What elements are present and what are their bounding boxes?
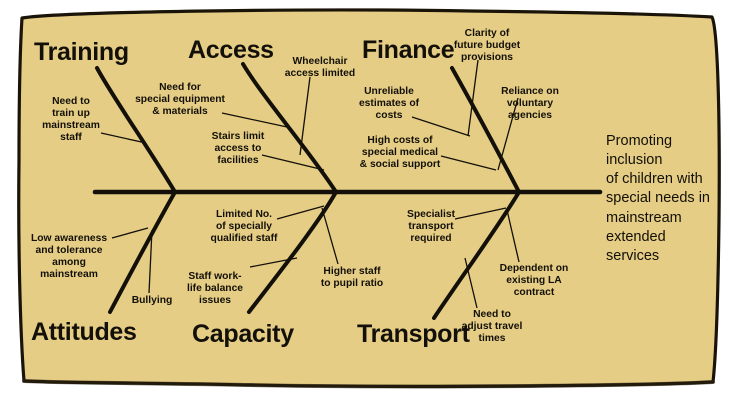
sub-attitudes-2 [148,229,153,294]
cause-transport-2: Dependent on existing LA contract [499,263,569,298]
cause-transport-1: Specialist transport required [406,209,456,244]
sub-finance-1 [411,116,471,137]
cause-attitudes-1: Low awareness and tolerance among mainst… [30,233,108,280]
cause-access-2: Stairs limit access to facilities [211,131,265,166]
category-label-attitudes: Attitudes [31,318,137,346]
cause-finance-2: High costs of special medical & social s… [359,135,441,170]
category-label-transport: Transport [357,320,470,348]
cause-transport-3: Need to adjust travel times [461,309,523,344]
sub-transport-1 [454,207,507,220]
sub-finance-2 [440,155,497,171]
category-label-access: Access [188,36,274,64]
cause-finance-4: Reliance on voluntary agencies [501,86,559,121]
bone-access [241,62,338,194]
cause-access-3: Wheelchair access limited [284,56,356,79]
sub-capacity-1 [276,205,325,220]
cause-attitudes-2: Bullying [131,295,173,306]
sub-access-1 [221,112,288,128]
effect-statement: Promoting inclusion of children with spe… [606,133,710,264]
bone-training [95,66,177,194]
bone-finance [450,66,521,194]
cause-capacity-3: Higher staff to pupil ratio [320,266,384,289]
sub-transport-2 [506,209,520,263]
bone-attitudes [108,190,177,314]
sub-training-1 [100,132,147,144]
sub-access-3 [299,76,311,156]
cause-training-1: Need to train up mainstream staff [42,96,100,143]
category-label-capacity: Capacity [192,320,294,348]
sub-access-2 [261,154,325,171]
cause-finance-1: Unreliable estimates of costs [358,86,420,121]
category-label-finance: Finance [362,36,455,64]
sub-transport-3 [464,257,478,309]
cause-finance-3: Clarity of future budget provisions [453,28,521,63]
sub-finance-3 [467,59,479,137]
cause-capacity-1: Limited No. of specially qualified staff [210,209,278,244]
cause-access-1: Need for special equipment & materials [135,82,225,117]
sub-finance-4 [497,97,519,171]
cause-capacity-2: Staff work- life balance issues [186,271,244,306]
sub-attitudes-1 [111,227,149,239]
sub-capacity-3 [321,207,339,265]
bone-capacity [247,190,338,314]
category-label-training: Training [34,38,129,66]
bone-transport [432,190,521,320]
sub-capacity-2 [249,257,298,268]
